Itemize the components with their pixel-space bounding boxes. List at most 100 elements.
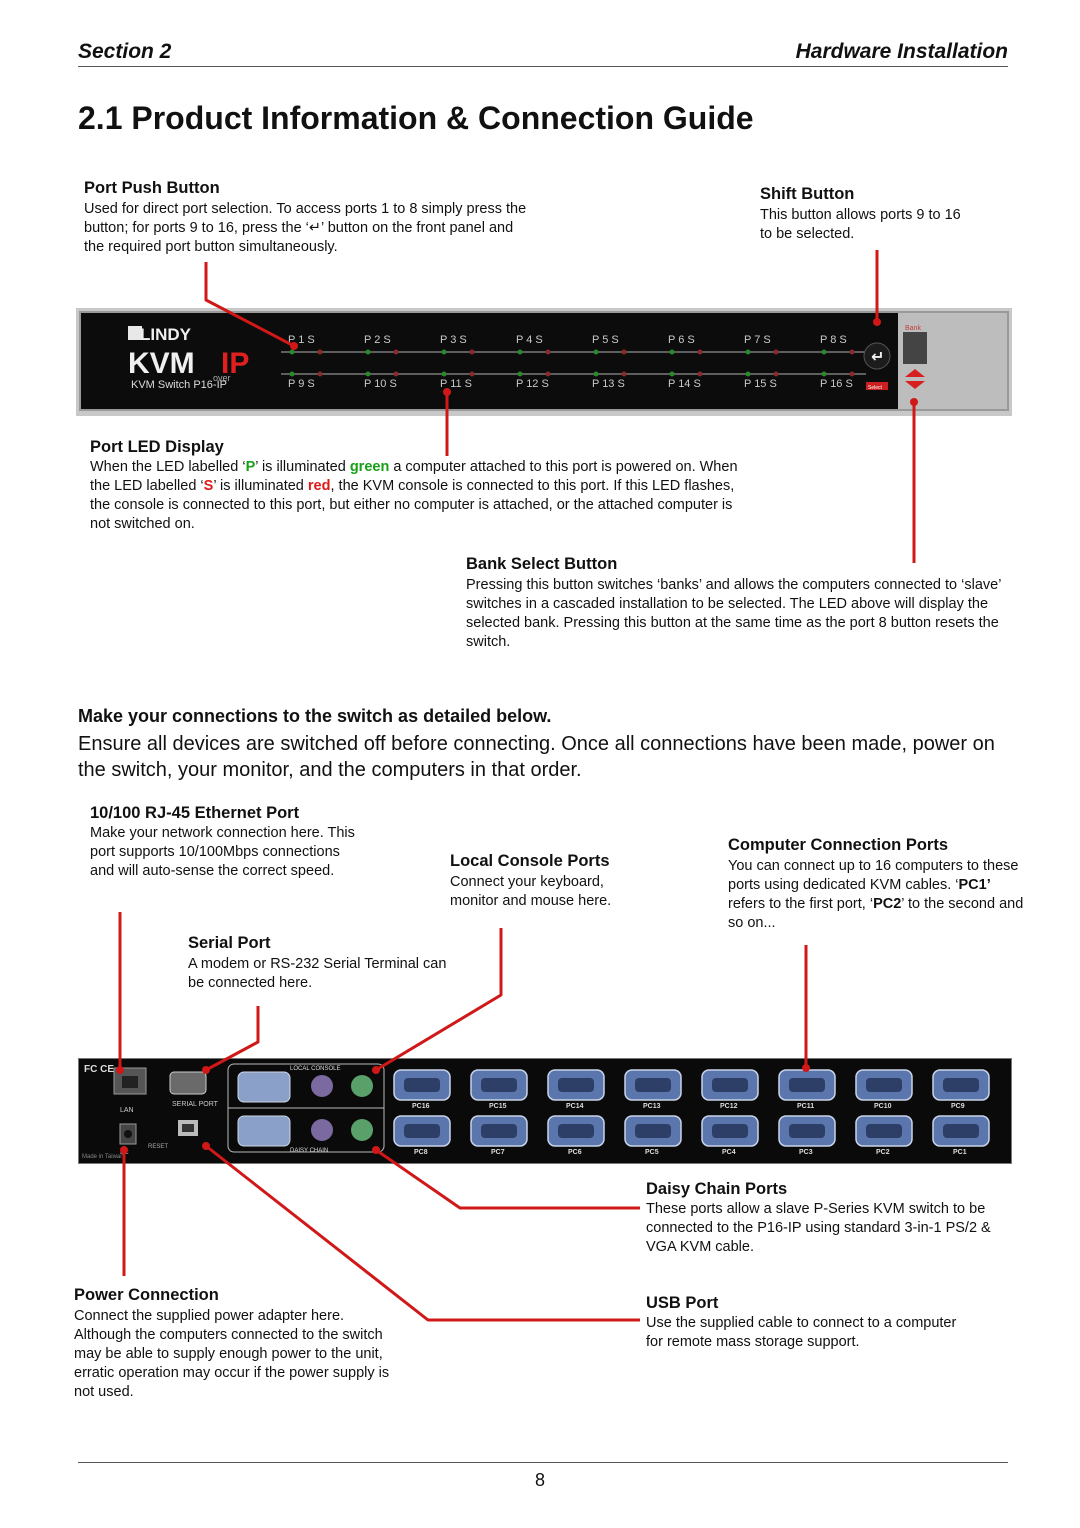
daisy-vga-port: [237, 1115, 291, 1147]
usb-title: USB Port: [646, 1294, 719, 1312]
pc-port-label-top: PC12: [720, 1103, 738, 1110]
reset-label: RESET: [148, 1144, 168, 1150]
front-port-label-bottom: P 13 S: [592, 378, 625, 390]
computer-ports-text: You can connect up to 16 computers to th…: [728, 858, 1024, 931]
p-led: [821, 349, 827, 355]
local-console-label: LOCAL CONSOLE: [290, 1066, 340, 1072]
model-label: KVM Switch P16-IP: [131, 379, 227, 391]
s-led: [773, 371, 779, 377]
pc-port-label-bottom: PC8: [414, 1149, 428, 1156]
front-port-label-bottom: P 10 S: [364, 378, 397, 390]
fcc-ce-label: FC CE: [84, 1064, 114, 1075]
s-led: [469, 371, 475, 377]
brand-name: LINDY: [140, 325, 192, 344]
connections-heading: Make your connections to the switch as d…: [78, 706, 552, 726]
daisy-title: Daisy Chain Ports: [646, 1180, 788, 1198]
power-title: Power Connection: [74, 1286, 219, 1304]
p-led: [517, 371, 523, 377]
p-led: [365, 349, 371, 355]
pc-port-label-bottom: PC1: [953, 1149, 967, 1156]
p-led: [441, 349, 447, 355]
p-led: [669, 371, 675, 377]
s-led: [469, 349, 475, 355]
local-console-title: Local Console Ports: [450, 852, 610, 870]
pc-port-label-bottom: PC5: [645, 1149, 659, 1156]
s-led: [393, 371, 399, 377]
front-port-label-top: P 4 S: [516, 334, 543, 346]
computer-ports-title: Computer Connection Ports: [728, 836, 949, 854]
over-logo-text: over: [213, 373, 231, 383]
p-led: [593, 371, 599, 377]
usb-callout-line: [205, 1144, 640, 1322]
header-rule: [78, 66, 1008, 67]
p-led: [289, 371, 295, 377]
front-port-label-bottom: P 9 S: [288, 378, 315, 390]
ip-logo-text: IP: [221, 347, 249, 380]
lindy-logo: LINDY: [128, 325, 192, 344]
usb-text: Use the supplied cable to connect to a c…: [646, 1315, 957, 1350]
lan-label: LAN: [120, 1107, 134, 1114]
p-led: [745, 371, 751, 377]
front-port-label-top: P 8 S: [820, 334, 847, 346]
bank-led-display: [903, 332, 927, 364]
chapter-label: Hardware Installation: [795, 40, 1008, 63]
serial-callout-line: [205, 1006, 260, 1072]
front-port-label-top: P 5 S: [592, 334, 619, 346]
shift-title: Shift Button: [760, 185, 855, 203]
serial-port-label: SERIAL PORT: [172, 1101, 219, 1108]
port-led-title: Port LED Display: [90, 438, 224, 456]
front-port-label-top: P 2 S: [364, 334, 391, 346]
s-led: [317, 371, 323, 377]
p-led: [365, 371, 371, 377]
pc-port-label-top: PC16: [412, 1103, 430, 1110]
footer-rule: [78, 1462, 1008, 1463]
bank-select-title: Bank Select Button: [466, 555, 618, 573]
section-label: Section 2: [78, 40, 172, 63]
rear-panel-device: FC CE LAN DC Made in Taiwan SERIAL PORT …: [78, 1058, 1012, 1164]
bank-label: Bank: [905, 325, 921, 332]
port-push-callout-line: [204, 262, 295, 348]
made-in-label: Made in Taiwan: [82, 1154, 124, 1160]
ethernet-text: Make your network connection here. This …: [90, 825, 355, 879]
pc-port-label-bottom: PC3: [799, 1149, 813, 1156]
s-led: [621, 349, 627, 355]
console-mouse-ps2: [351, 1075, 373, 1097]
s-led: [393, 349, 399, 355]
page-number: 8: [534, 1470, 545, 1490]
pc-port-label-bottom: PC6: [568, 1149, 582, 1156]
s-led: [697, 371, 703, 377]
s-led: [849, 371, 855, 377]
ethernet-title: 10/100 RJ-45 Ethernet Port: [90, 804, 300, 822]
console-vga-port: [237, 1071, 291, 1103]
s-led: [317, 349, 323, 355]
front-panel-device: LINDY KVM over IP KVM Switch P16-IP P 1 …: [76, 308, 1012, 416]
front-port-label-top: P 6 S: [668, 334, 695, 346]
p-led: [593, 349, 599, 355]
daisy-mouse-ps2: [351, 1119, 373, 1141]
pc-port-label-bottom: PC4: [722, 1149, 736, 1156]
console-kbd-ps2: [311, 1075, 333, 1097]
local-console-callout-line: [375, 928, 503, 1072]
local-console-text: Connect your keyboard, monitor and mouse…: [450, 874, 612, 909]
front-port-label-bottom: P 16 S: [820, 378, 853, 390]
front-port-label-bottom: P 15 S: [744, 378, 777, 390]
p-led: [517, 349, 523, 355]
select-label: Select: [868, 385, 883, 391]
daisy-text: These ports allow a slave P-Series KVM s…: [646, 1201, 991, 1255]
s-led: [773, 349, 779, 355]
serial-title: Serial Port: [188, 934, 271, 952]
connections-intro: Ensure all devices are switched off befo…: [78, 733, 995, 781]
s-led: [697, 349, 703, 355]
pc-port-label-top: PC13: [643, 1103, 661, 1110]
daisy-kbd-ps2: [311, 1119, 333, 1141]
pc-port-label-top: PC14: [566, 1103, 584, 1110]
serial-text: A modem or RS-232 Serial Terminal can be…: [188, 956, 447, 991]
bank-select-text: Pressing this button switches ‘banks’ an…: [466, 577, 1001, 650]
pc-port-label-top: PC15: [489, 1103, 507, 1110]
s-led: [545, 349, 551, 355]
p-led: [289, 349, 295, 355]
port-led-text: When the LED labelled ‘P’ is illuminated…: [90, 459, 738, 532]
daisy-callout-line: [375, 1148, 640, 1210]
front-port-label-bottom: P 11 S: [440, 378, 472, 390]
